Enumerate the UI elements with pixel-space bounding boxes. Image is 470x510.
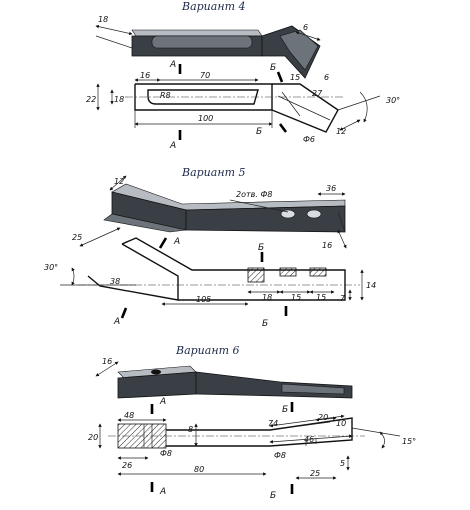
v4-dim-7: 15	[290, 73, 300, 82]
v5-dim-1: 2отв. Ф8	[236, 190, 272, 199]
v6-dim-2: 20	[88, 433, 98, 442]
v5-dim-8: 18	[262, 293, 272, 302]
v5-dim-10: 15	[316, 293, 326, 302]
variant-4: Вариант 4 18 6	[86, 0, 400, 151]
v4-dim-6: 18	[114, 95, 124, 104]
v4-section-a-top: А	[169, 60, 176, 70]
v6-section-b-bottom: Б	[270, 491, 276, 501]
v5-dim-5: 30°	[44, 263, 58, 272]
variant-5: Вариант 5 12 2отв. Ф8 36 16 25	[44, 166, 376, 329]
v5-dim-4: 25	[72, 233, 82, 242]
v4-dim-2: 16	[140, 71, 150, 80]
v4-dim-0: 18	[98, 15, 108, 24]
v4-dim-11: 100	[198, 114, 213, 123]
v5-dim-0: 12	[114, 177, 124, 186]
v4-section-a-bottom: А	[169, 141, 176, 151]
v4-dim-3: 70	[200, 71, 210, 80]
v6-dim-10: 46	[304, 435, 314, 444]
v6-dim-4: 26	[122, 461, 132, 470]
variant-5-isometric-view	[103, 183, 346, 233]
variant-6-front-view	[108, 417, 365, 449]
v6-dim-6: 80	[194, 465, 204, 474]
variant-4-title: Вариант 4	[181, 0, 246, 13]
v4-dim-5: 22	[86, 95, 96, 104]
v6-dim-8: 20	[318, 413, 328, 422]
v5-dim-7: 105	[196, 295, 211, 304]
variant-5-front-view	[78, 237, 360, 301]
v6-dim-5: Ф8	[160, 449, 172, 458]
v4-dim-13: Ф6	[303, 135, 315, 144]
v6-dim-0: 16	[102, 357, 112, 366]
v6-section-a-top: А	[159, 397, 166, 407]
v5-dim-3: 16	[322, 241, 332, 250]
v6-dim-9: 10	[336, 419, 346, 428]
v4-dim-8: 27	[312, 89, 323, 98]
v6-dim-14: 5	[340, 459, 345, 468]
v5-dim-11: 14	[366, 281, 376, 290]
v6-section-b-top: Б	[282, 405, 288, 415]
v6-dim-11: Ф8	[274, 451, 286, 460]
v5-dim-6: 38	[110, 277, 120, 286]
v4-dim-9: 6	[324, 73, 329, 82]
v6-section-a-bottom: А	[159, 487, 166, 497]
v4-section-b-top: Б	[270, 63, 276, 73]
variant-6-isometric-view	[117, 365, 353, 399]
v6-dim-12: 25	[310, 469, 320, 478]
variant-5-title: Вариант 5	[181, 166, 246, 179]
v4-dim-4: R8	[160, 91, 171, 100]
v5-section-a-top: А	[173, 237, 180, 247]
v4-dim-12: 12	[336, 127, 346, 136]
v6-dim-13: 15°	[402, 437, 416, 446]
v5-section-a-bottom: А	[113, 317, 120, 327]
v5-dim-9: 15	[291, 293, 301, 302]
variant-6: Вариант 6 16 48 20 8 26 Ф8 80	[88, 344, 416, 501]
variant-6-title: Вариант 6	[175, 344, 240, 357]
v4-dim-1: 6	[303, 23, 308, 32]
v5-dim-2: 36	[326, 184, 336, 193]
v6-dim-7: 74	[268, 419, 278, 428]
v5-section-b-top: Б	[258, 243, 264, 253]
v4-dim-10: 30°	[386, 96, 400, 105]
v4-section-b-bottom: Б	[256, 127, 262, 137]
v6-dim-3: 8	[188, 425, 193, 434]
variant-4-isometric-view	[131, 25, 321, 79]
v6-dim-1: 48	[124, 411, 134, 420]
v5-section-b-bottom: Б	[262, 319, 268, 329]
v5-dim-12: 7	[340, 294, 346, 303]
v5-section-hatch	[247, 267, 265, 283]
